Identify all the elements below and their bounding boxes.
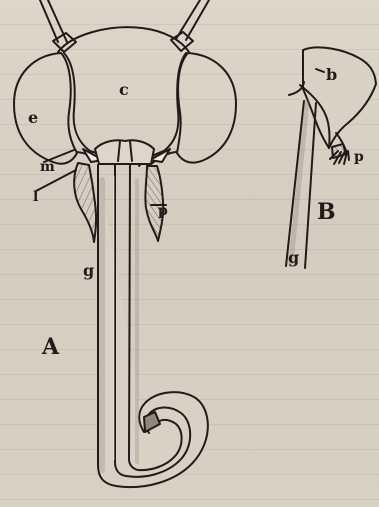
label-b-b: b	[326, 65, 337, 84]
head-upper-outline	[58, 27, 189, 52]
antenna-stalk-left	[40, 0, 58, 42]
label-g: g	[83, 261, 94, 280]
label-l: l	[33, 189, 38, 205]
label-e: e	[28, 108, 38, 127]
diagram-a	[14, 0, 236, 487]
label-p: p	[158, 203, 168, 219]
eye-left-outer	[14, 53, 77, 164]
label-m: m	[40, 159, 55, 175]
label-b-g: g	[288, 248, 299, 267]
label-c: c	[119, 80, 129, 99]
label-b-p: p	[354, 149, 364, 165]
label-a: A	[41, 334, 60, 360]
b-front-lobe	[289, 82, 304, 95]
eye-right-outer	[177, 53, 236, 163]
label-b-panel: B	[317, 199, 336, 225]
antenna-stalk-left-inner	[48, 0, 67, 42]
palp-left	[74, 163, 96, 242]
labium-cap	[95, 140, 154, 164]
b-stalk-shadow	[291, 102, 307, 263]
antenna-stalk-right-inner	[186, 0, 209, 40]
